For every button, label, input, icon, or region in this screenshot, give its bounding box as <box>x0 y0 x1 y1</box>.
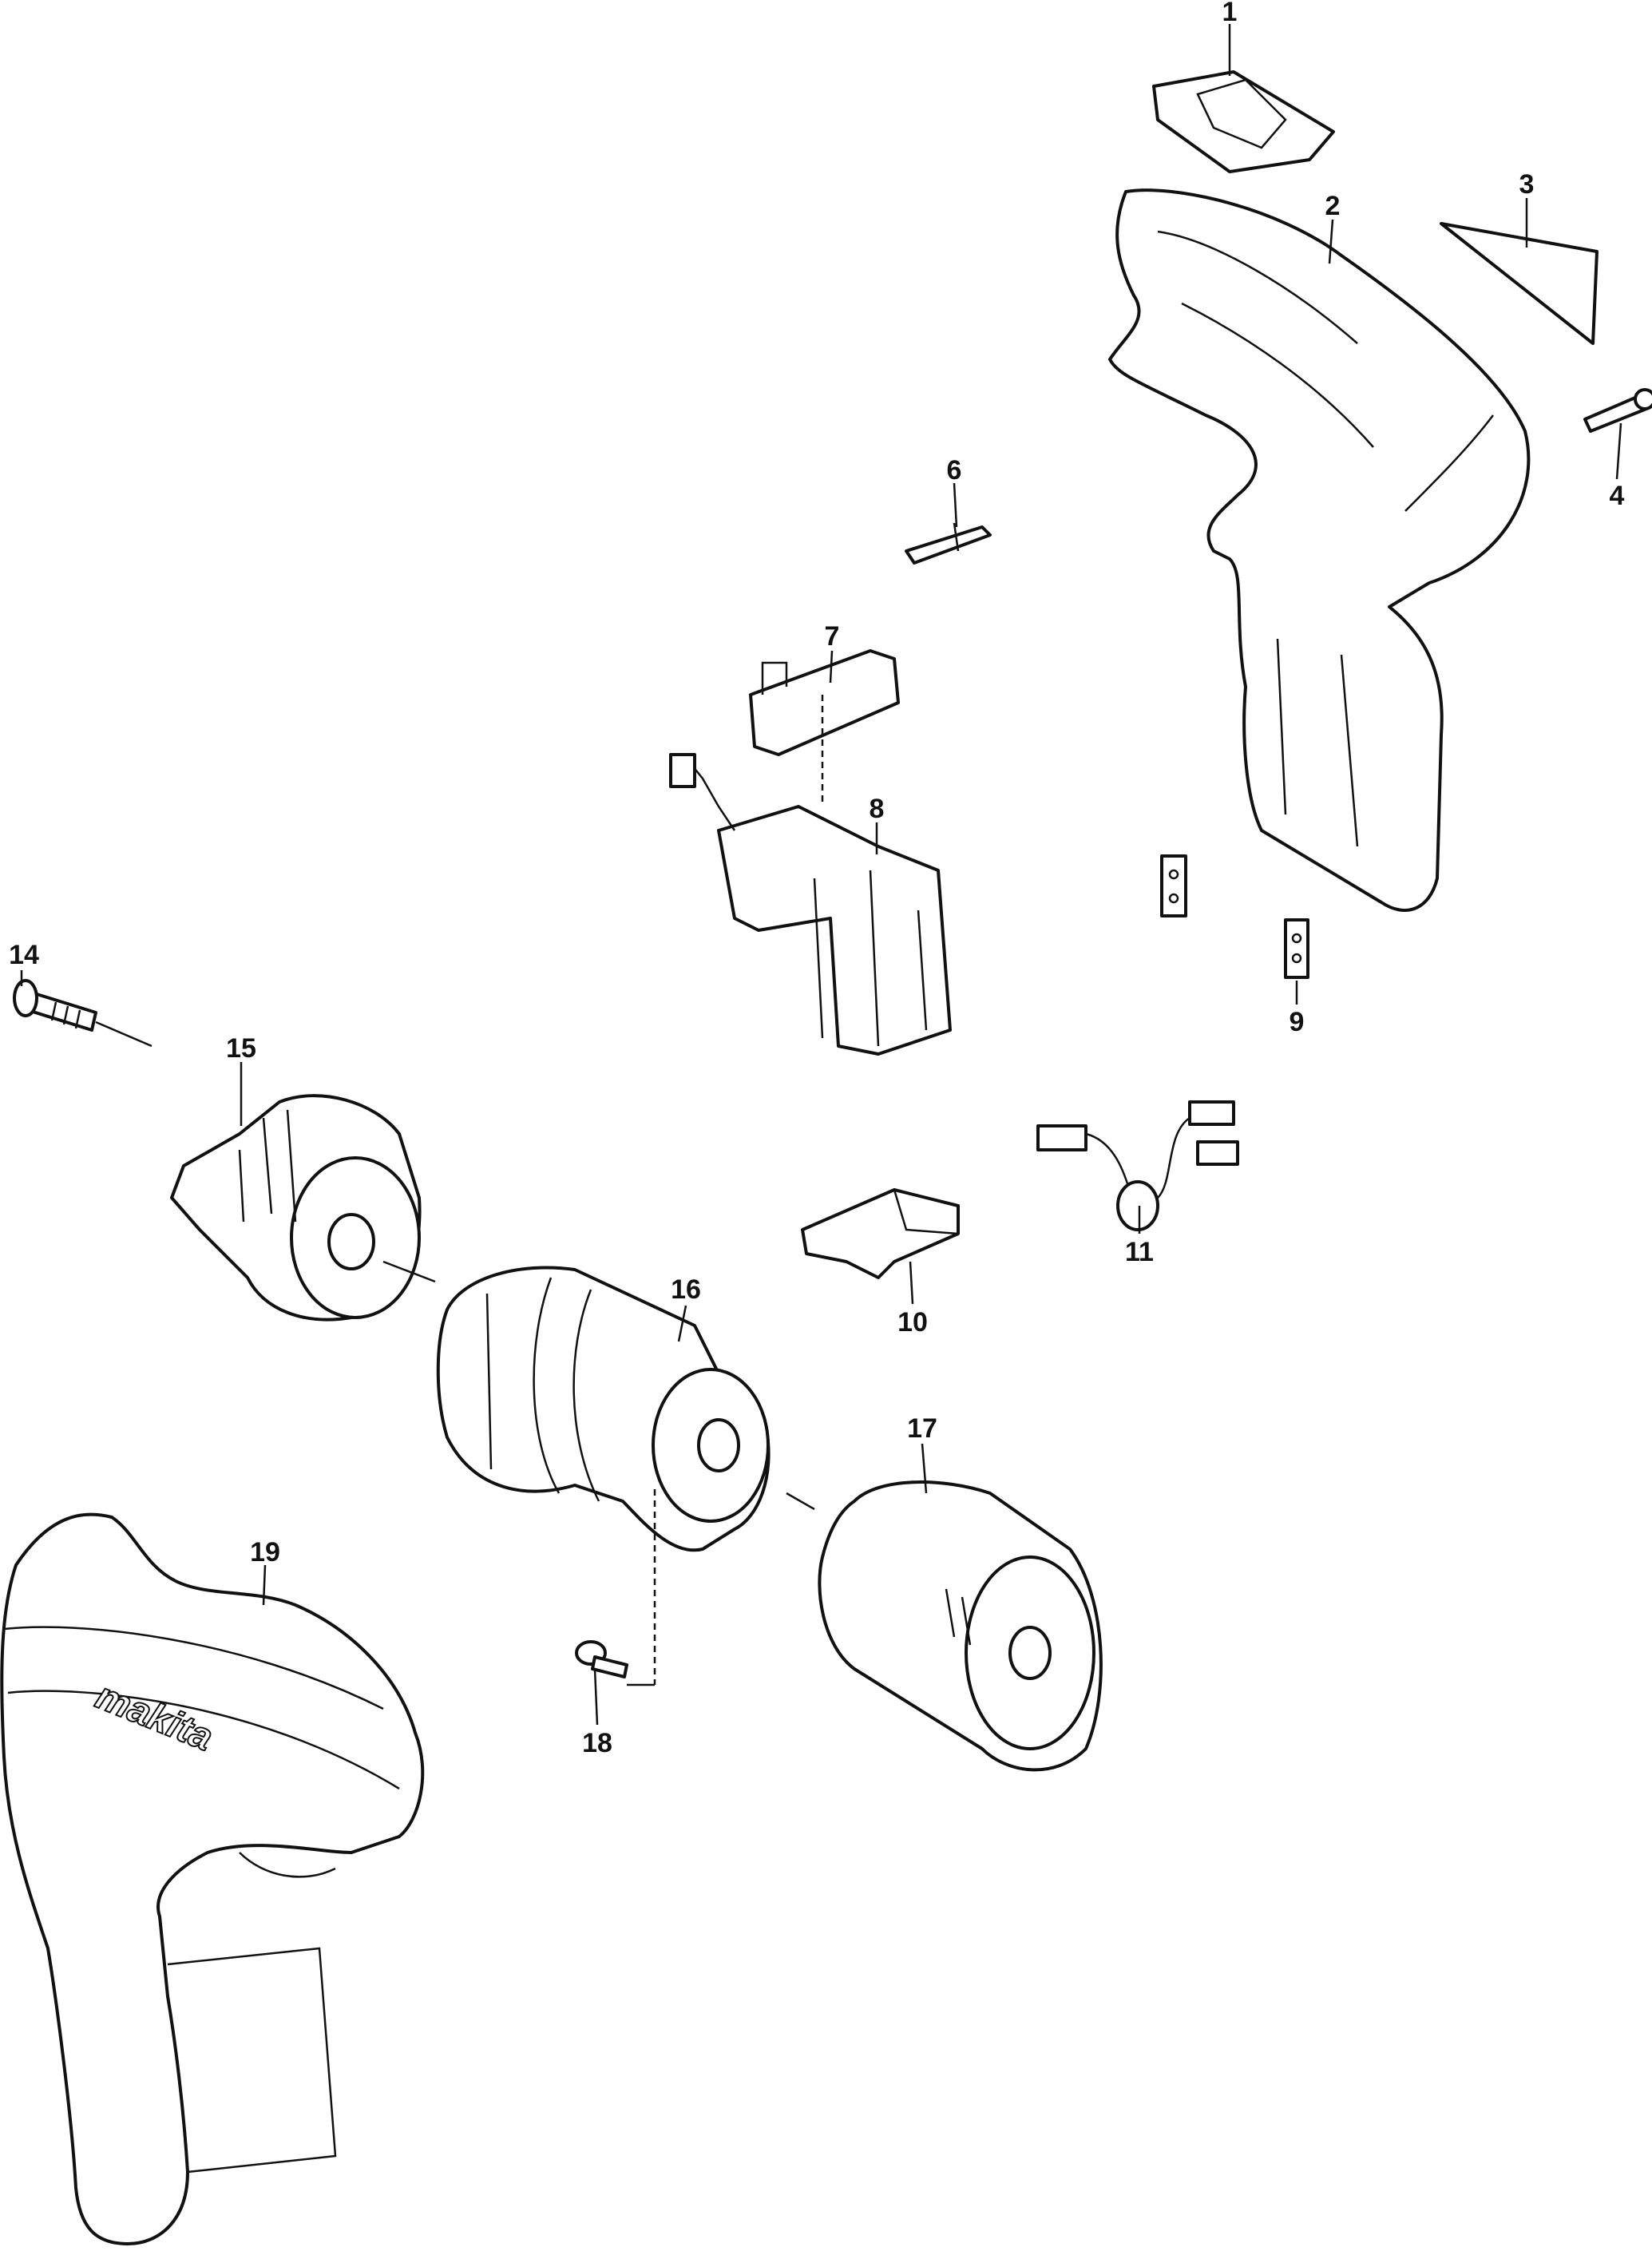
part-10-switch-holder[interactable] <box>801 1188 960 1279</box>
callout-2: 2 <box>1325 191 1341 221</box>
part-2-housing[interactable] <box>1108 188 1531 912</box>
callout-18: 18 <box>582 1728 612 1758</box>
part-19-housing-left[interactable]: makita <box>0 1512 425 2245</box>
callout-10: 10 <box>897 1307 928 1338</box>
callout-14: 14 <box>9 940 39 970</box>
callout-11: 11 <box>1125 1237 1154 1267</box>
part-17-dc-motor[interactable] <box>818 1480 1103 1772</box>
callout-9: 9 <box>1290 1007 1305 1037</box>
part-4-screw[interactable] <box>1583 388 1652 433</box>
callout-15: 15 <box>226 1033 256 1064</box>
part-7-insulation-sheet[interactable] <box>749 649 900 756</box>
callout-7: 7 <box>825 621 840 652</box>
part-14-screw[interactable] <box>13 979 97 1032</box>
part-8-switch[interactable] <box>669 753 952 1056</box>
callout-17: 17 <box>907 1413 937 1444</box>
part-9-terminal[interactable] <box>1160 854 1309 979</box>
callout-1: 1 <box>1222 0 1238 27</box>
part-6-leaf-spring[interactable] <box>905 522 992 565</box>
callout-19: 19 <box>250 1537 280 1567</box>
callout-6: 6 <box>947 455 962 485</box>
callout-8: 8 <box>870 794 885 824</box>
part-11-lead-unit[interactable] <box>1036 1100 1239 1231</box>
part-15-drill-chuck[interactable] <box>170 1094 422 1322</box>
part-1-switch-button[interactable] <box>1152 70 1335 173</box>
callout-16: 16 <box>671 1274 701 1305</box>
callout-4: 4 <box>1610 481 1625 511</box>
part-3-name-plate[interactable] <box>1440 222 1599 345</box>
part-18-screw[interactable] <box>575 1640 628 1678</box>
part-16-gear-assembly[interactable] <box>436 1266 771 1552</box>
callout-3: 3 <box>1519 169 1535 200</box>
